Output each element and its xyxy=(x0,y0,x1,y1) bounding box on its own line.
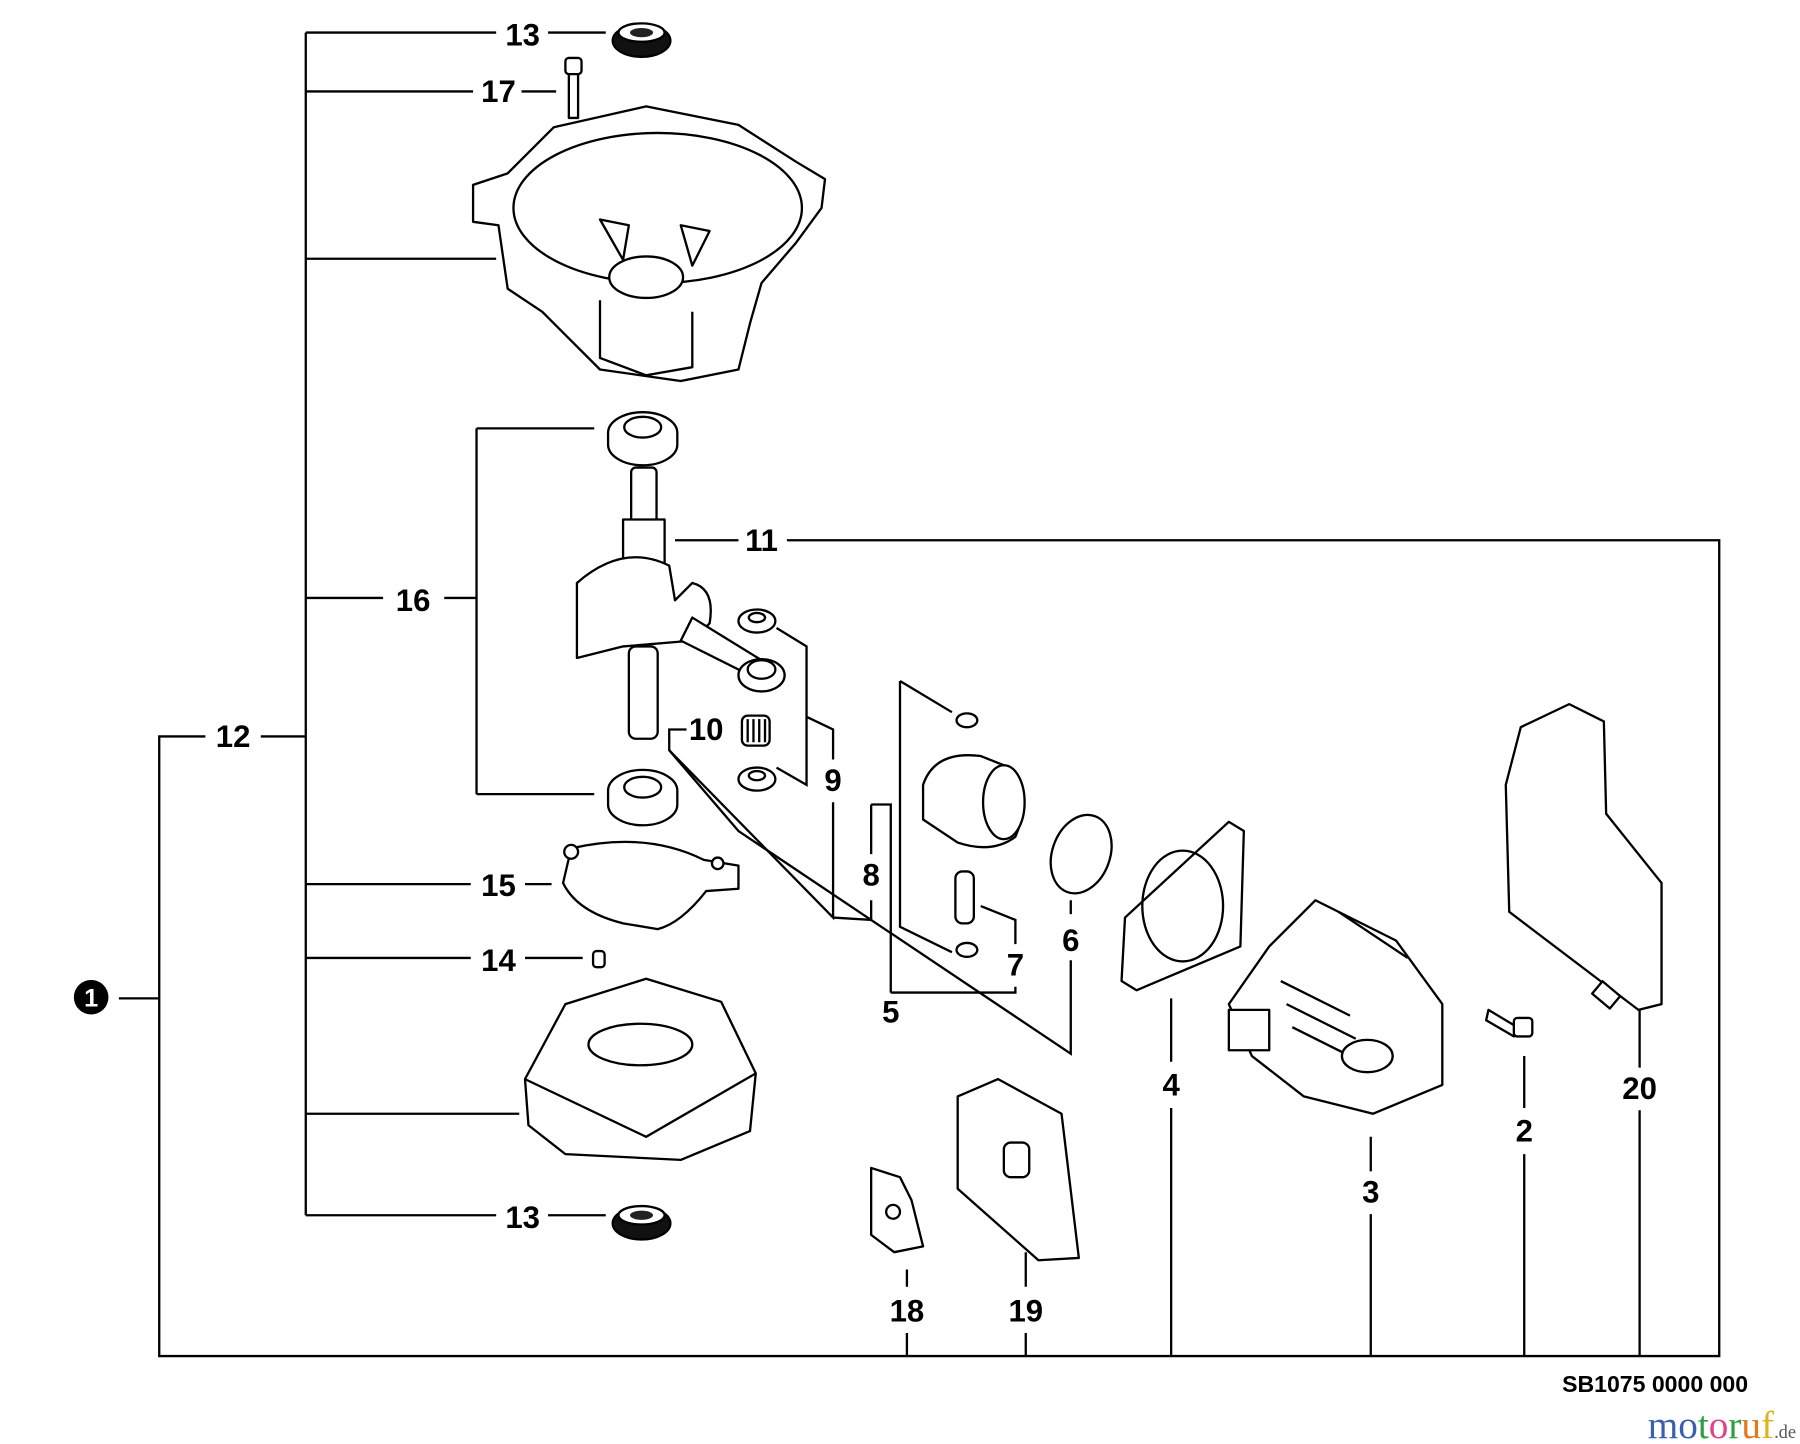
leader-lines xyxy=(118,31,1721,1358)
crankcase-upper xyxy=(471,105,827,383)
circlip-bottom xyxy=(955,941,979,958)
logo-wordmark: motoruf.de xyxy=(1648,1404,1796,1444)
bearing-bottom xyxy=(606,768,679,827)
piston-ring xyxy=(1049,813,1113,895)
callout-2: 2 xyxy=(1516,1114,1533,1149)
cylinder-gasket xyxy=(1120,820,1245,992)
callout-5: 5 xyxy=(882,995,899,1030)
heat-shield xyxy=(1504,702,1663,1012)
dowel-pin xyxy=(591,949,606,969)
oil-seal-bottom xyxy=(611,1204,672,1241)
callout-10: 10 xyxy=(689,712,724,747)
callout-labels: 1 13 17 11 16 12 10 9 8 15 14 7 6 5 4 3 … xyxy=(73,17,1657,1329)
callout-11: 11 xyxy=(745,523,778,558)
crankshaft xyxy=(575,466,786,740)
gasket-19 xyxy=(956,1077,1080,1262)
callout-14: 14 xyxy=(481,943,516,978)
washer-upper xyxy=(737,608,777,634)
callout-9: 9 xyxy=(824,763,841,798)
callout-7: 7 xyxy=(1007,947,1024,982)
callout-8: 8 xyxy=(862,857,879,892)
oil-seal-top xyxy=(611,22,672,58)
motoruf-logo: motoruf.de xyxy=(1648,1404,1796,1444)
callout-18: 18 xyxy=(890,1294,925,1329)
callout-13-bottom: 13 xyxy=(505,1200,540,1235)
bearing-top xyxy=(606,411,679,467)
callout-12: 12 xyxy=(216,719,251,754)
piston xyxy=(921,754,1026,849)
drawing-code: SB1075 0000 000 xyxy=(1562,1371,1748,1397)
callout-1-circle xyxy=(73,979,109,1015)
bolt-17 xyxy=(564,56,583,120)
callout-20: 20 xyxy=(1622,1071,1657,1106)
gasket-15 xyxy=(561,840,740,931)
needle-bearing xyxy=(740,714,771,747)
crankcase-lower xyxy=(523,977,757,1162)
callout-17: 17 xyxy=(481,74,516,109)
washer-lower xyxy=(737,766,777,792)
callout-15: 15 xyxy=(481,868,516,903)
bolt-2 xyxy=(1484,1008,1534,1038)
callout-6: 6 xyxy=(1062,923,1079,958)
circlip-top xyxy=(955,712,979,729)
callout-3: 3 xyxy=(1362,1175,1379,1210)
callout-4: 4 xyxy=(1162,1067,1180,1102)
callout-1: 1 xyxy=(84,984,98,1012)
callout-16: 16 xyxy=(396,583,431,618)
cylinder xyxy=(1227,899,1444,1115)
callout-19: 19 xyxy=(1008,1294,1043,1329)
piston-pin xyxy=(954,870,975,925)
gasket-18 xyxy=(869,1166,925,1254)
callout-13-top: 13 xyxy=(505,17,540,52)
